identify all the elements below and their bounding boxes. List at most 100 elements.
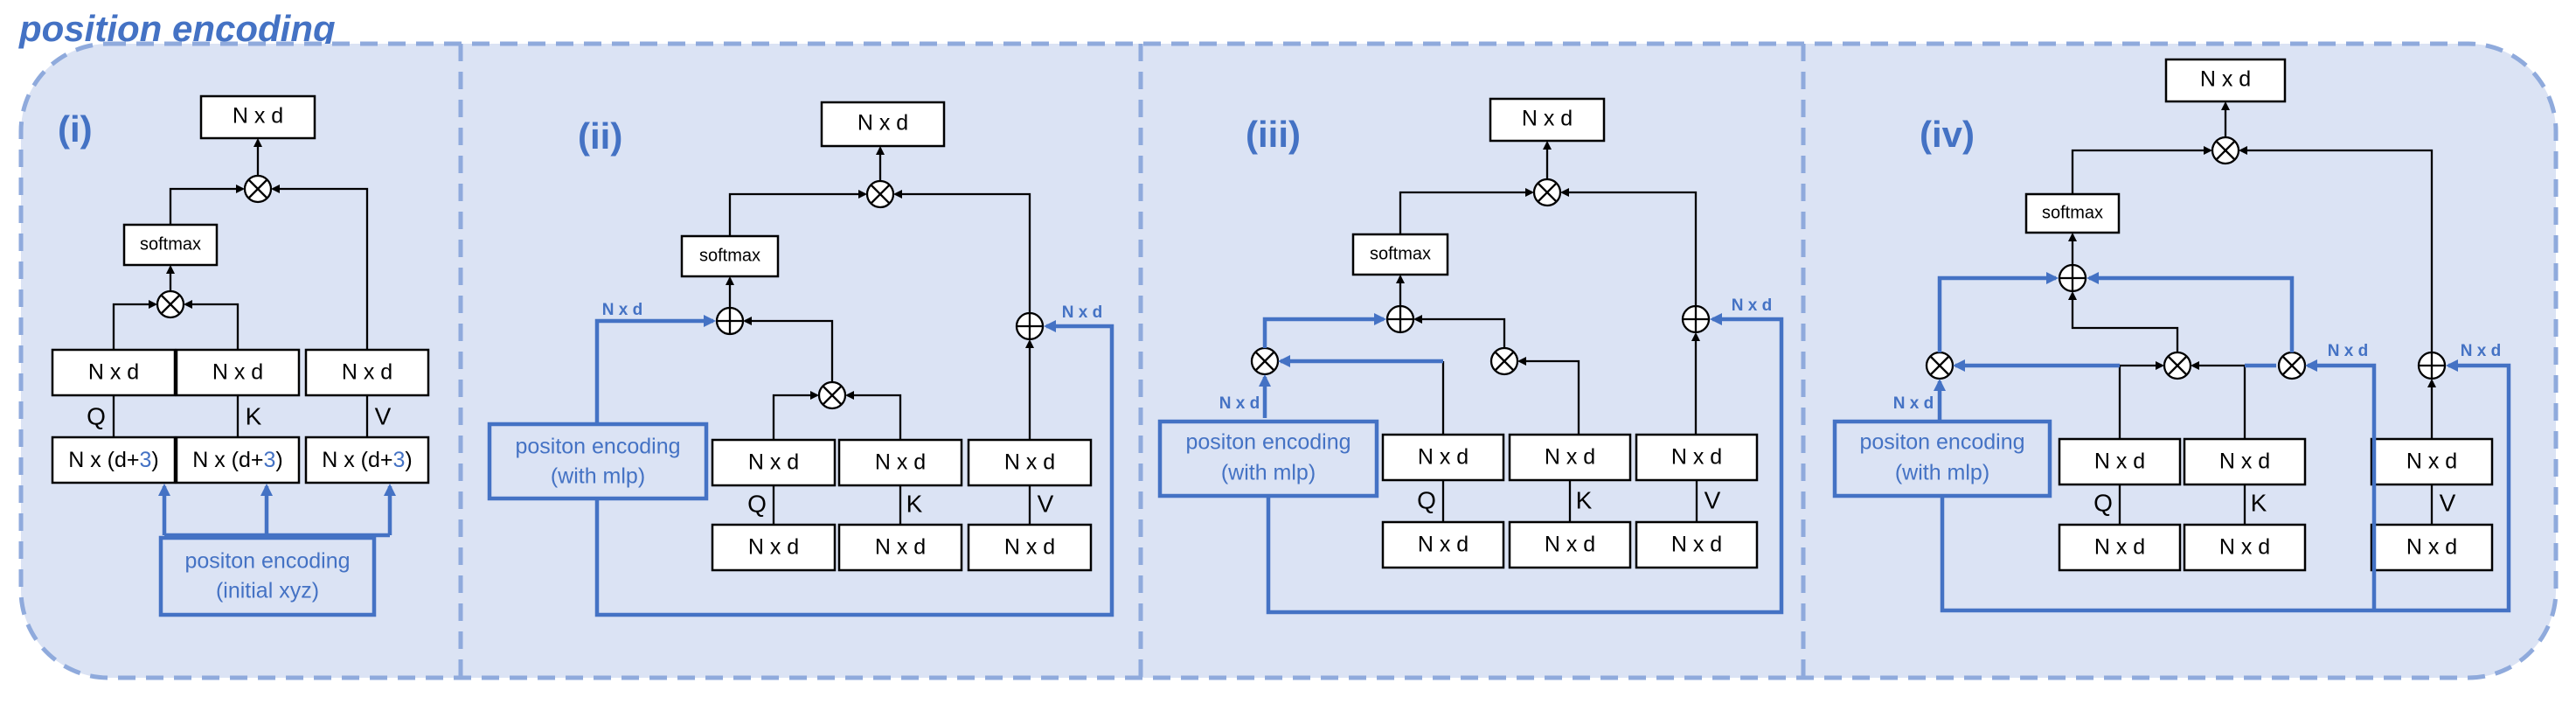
q-input-box xyxy=(1381,520,1505,569)
q-letter: Q xyxy=(1417,486,1436,513)
multiply-op-qk xyxy=(1489,346,1519,376)
v-projection-box xyxy=(2370,437,2494,486)
panel-iii: (iii) N x d softmax xyxy=(1157,97,1784,615)
position-encoding-box xyxy=(1832,419,2052,498)
v-letter: V xyxy=(1038,490,1054,517)
v-input-box xyxy=(2370,523,2494,572)
add-op-pe xyxy=(715,306,745,336)
panel-iv: (iv) N x d softmax xyxy=(1832,58,2511,613)
q-projection-label: N x d xyxy=(748,450,799,475)
output-box xyxy=(1489,97,1606,143)
v-input-label: N x d xyxy=(1671,533,1722,557)
pe-dim-label: N x d xyxy=(602,301,642,319)
q-letter: Q xyxy=(2093,489,2113,516)
multiply-op-top xyxy=(243,174,273,204)
output-label: N x d xyxy=(858,111,908,136)
pe-dim-label: N x d xyxy=(1732,296,1772,315)
k-projection-box xyxy=(2183,437,2307,486)
output-box xyxy=(2164,58,2287,103)
softmax-box xyxy=(122,223,219,267)
k-letter: K xyxy=(2251,489,2267,516)
v-projection-label: N x d xyxy=(342,360,392,385)
panel-label: (i) xyxy=(58,108,93,150)
multiply-op-qk xyxy=(2163,351,2192,380)
softmax-label: softmax xyxy=(2042,203,2103,222)
pe-dim-label: N x d xyxy=(1893,394,1934,413)
pe-line1: positon encoding xyxy=(184,549,350,574)
v-input-label: N x d xyxy=(1004,535,1055,560)
k-projection-label: N x d xyxy=(1545,445,1595,470)
k-letter: K xyxy=(1576,486,1593,513)
pe-line2: (with mlp) xyxy=(1221,461,1316,485)
panel-i: (i) N x d softmax N x d N x d N x d Q xyxy=(51,94,430,617)
multiply-op-top xyxy=(2211,136,2240,165)
k-input-label: N x d xyxy=(875,535,926,560)
q-letter: Q xyxy=(87,402,106,429)
k-projection-box xyxy=(837,438,963,487)
v-input-label: N x (d+3) xyxy=(322,448,413,472)
multiply-op-qk xyxy=(817,380,847,410)
v-input-box xyxy=(967,523,1093,572)
k-projection-label: N x d xyxy=(2219,450,2270,474)
pe-line2: (with mlp) xyxy=(551,464,645,489)
add-op-value xyxy=(1015,311,1045,341)
k-input-label: N x (d+3) xyxy=(192,448,283,472)
v-input-box xyxy=(304,436,430,484)
q-input-label: N x d xyxy=(748,535,799,560)
k-input-box xyxy=(2183,523,2307,572)
k-input-box xyxy=(1508,520,1632,569)
v-input-box xyxy=(1635,520,1759,569)
panel-label: (ii) xyxy=(578,115,622,157)
q-input-box xyxy=(51,436,177,484)
v-letter: V xyxy=(1705,486,1721,513)
pe-dim-label: N x d xyxy=(1062,303,1102,322)
pe-dim-label: N x d xyxy=(2461,342,2501,360)
k-input-box xyxy=(175,436,301,484)
q-letter: Q xyxy=(747,490,767,517)
softmax-label: softmax xyxy=(140,234,201,254)
v-input-label: N x d xyxy=(2406,535,2457,560)
k-projection-label: N x d xyxy=(212,360,263,385)
position-encoding-box xyxy=(1157,419,1379,498)
k-input-label: N x d xyxy=(1545,533,1595,557)
k-input-label: N x d xyxy=(2219,535,2270,560)
position-encoding-box xyxy=(158,535,377,617)
q-input-label: N x (d+3) xyxy=(68,448,159,472)
k-letter: K xyxy=(906,490,923,517)
pe-line2: (with mlp) xyxy=(1895,461,1989,485)
v-letter: V xyxy=(2440,489,2456,516)
pe-dim-label: N x d xyxy=(1219,394,1260,413)
pe-dim-label: N x d xyxy=(2328,342,2368,360)
output-label: N x d xyxy=(233,104,283,129)
multiply-op-pe-k xyxy=(2277,351,2307,380)
panel-label: (iii) xyxy=(1246,114,1301,155)
q-projection-box xyxy=(2058,437,2182,486)
k-letter: K xyxy=(246,402,262,429)
pe-line1: positon encoding xyxy=(1185,430,1350,455)
v-projection-label: N x d xyxy=(2406,450,2457,474)
multiply-op-pe xyxy=(1250,346,1280,376)
v-projection-box xyxy=(967,438,1093,487)
v-projection-label: N x d xyxy=(1671,445,1722,470)
pe-line1: positon encoding xyxy=(515,435,680,459)
k-projection-label: N x d xyxy=(875,450,926,475)
multiply-op-qk xyxy=(156,289,185,319)
k-input-box xyxy=(837,523,963,572)
add-op-pe xyxy=(2058,263,2087,293)
softmax-label: softmax xyxy=(1370,244,1431,263)
q-input-label: N x d xyxy=(2094,535,2145,560)
q-projection-label: N x d xyxy=(1418,445,1469,470)
q-input-box xyxy=(711,523,837,572)
v-letter: V xyxy=(375,402,392,429)
q-input-label: N x d xyxy=(1418,533,1469,557)
q-projection-box xyxy=(51,348,177,397)
softmax-box xyxy=(2024,192,2121,234)
multiply-op-top xyxy=(1532,178,1562,207)
multiply-op-top xyxy=(865,179,895,209)
add-op-pe xyxy=(1385,304,1415,334)
q-input-box xyxy=(2058,523,2182,572)
v-projection-box xyxy=(1635,433,1759,482)
v-projection-box xyxy=(304,348,430,397)
output-label: N x d xyxy=(2200,67,2251,92)
